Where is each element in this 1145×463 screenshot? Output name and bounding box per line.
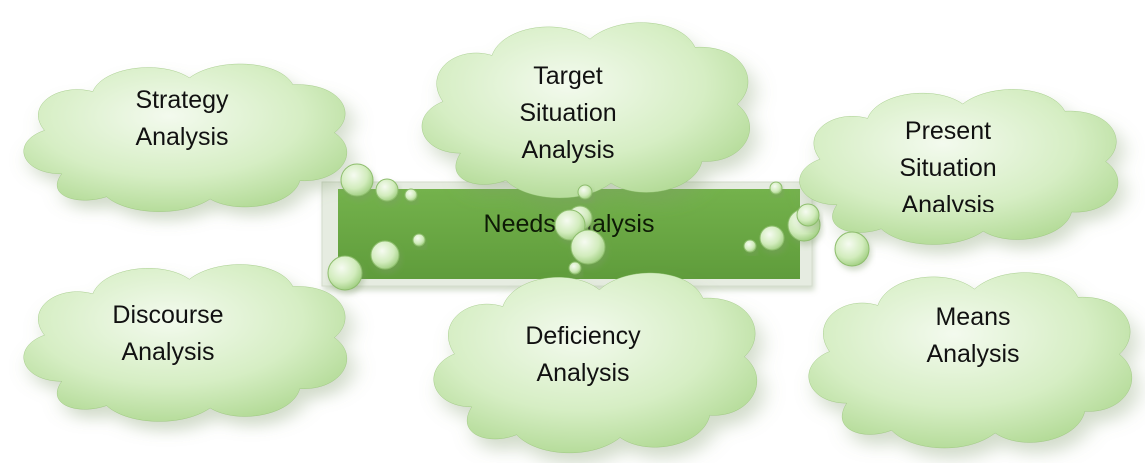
thought-bubble [577, 184, 593, 200]
cloud-label-line: Analysis [901, 191, 994, 219]
thought-bubble [412, 233, 426, 247]
thought-bubble [568, 261, 582, 275]
center-node: Needs Analysis [321, 181, 813, 287]
thought-bubble [759, 225, 785, 251]
cloud-label-line: Target [533, 62, 603, 90]
cloud-shape [809, 273, 1132, 448]
thought-bubble [796, 203, 820, 227]
cloud-label-line: Means [935, 303, 1010, 331]
thought-bubble [327, 255, 363, 291]
cloud-shape [24, 265, 347, 422]
thought-bubble [743, 239, 757, 253]
thought-bubble [570, 229, 606, 265]
thought-bubble [340, 163, 374, 197]
clouds-layer: StrategyAnalysisTargetSituationAnalysisP… [24, 23, 1132, 453]
thought-bubble [370, 240, 400, 270]
thought-bubble [834, 231, 870, 267]
cloud-shape [434, 273, 757, 453]
thought-bubble [769, 181, 783, 195]
cloud-label-line: Situation [899, 154, 996, 182]
cloud-label-line: Analysis [521, 136, 614, 164]
cloud-shape [24, 64, 347, 212]
cloud-label-line: Analysis [121, 338, 214, 366]
cloud-label-line: Analysis [536, 359, 629, 387]
cloud-shape [800, 89, 1118, 244]
thought-bubble [554, 209, 586, 241]
cloud-label-line: Analysis [926, 340, 1019, 368]
thought-bubble [375, 178, 399, 202]
bubbles-layer [327, 163, 870, 291]
cloud-label-line: Strategy [135, 86, 229, 114]
thought-bubble [404, 188, 418, 202]
cloud-label-line: Deficiency [525, 322, 641, 350]
cloud-label-line: Analysis [135, 123, 228, 151]
cloud-shape [422, 23, 750, 198]
cloud-label-line: Discourse [112, 301, 223, 329]
cloud-label-line: Situation [519, 99, 616, 127]
cloud-label-line: Present [905, 117, 991, 145]
